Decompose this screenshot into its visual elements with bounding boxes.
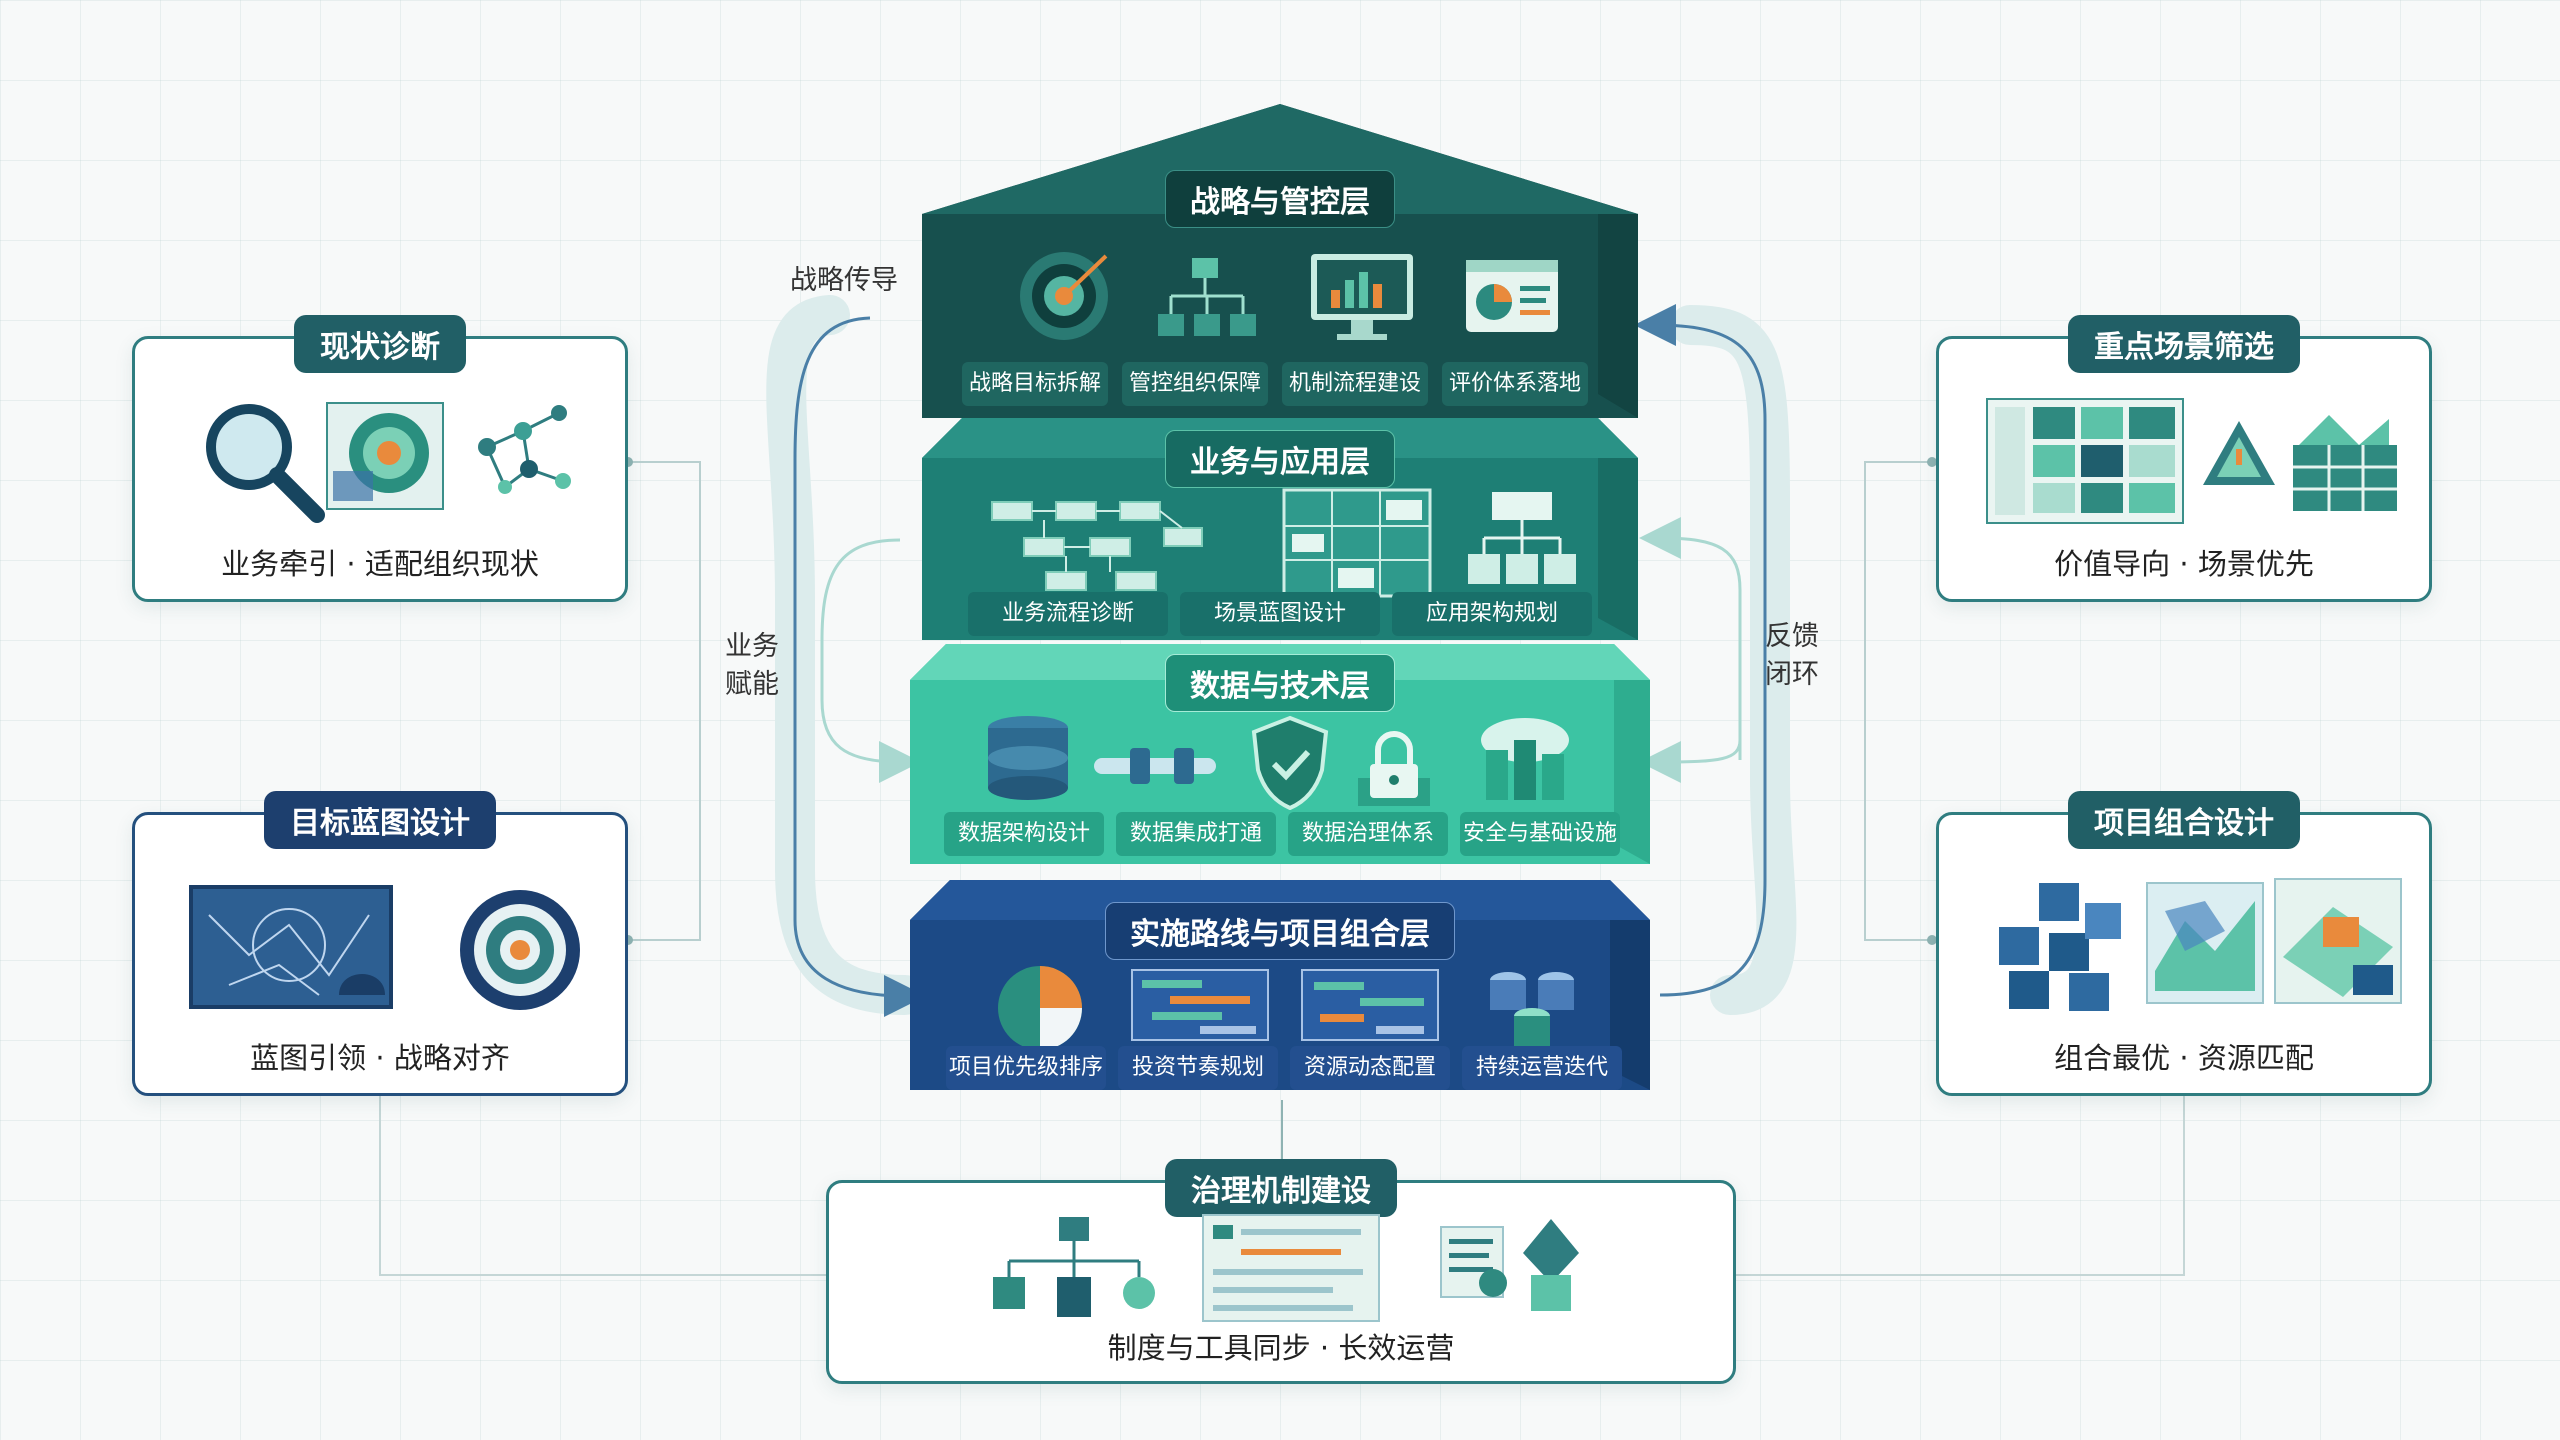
blueprint-map-icon (189, 885, 393, 1009)
magnifier-icon (206, 404, 325, 523)
card-governance-title: 治理机制建设 (1165, 1159, 1397, 1217)
lock-icon (1358, 731, 1430, 806)
org-chart-icon (993, 1217, 1155, 1317)
business-enable-label-1: 业务 (725, 631, 779, 662)
strategy-item-4: 评价体系落地 (1442, 362, 1588, 406)
gantt-icon (1131, 969, 1269, 1041)
data-item-4: 安全与基础设施 (1460, 812, 1620, 856)
business-layer-title: 业务与应用层 (1165, 430, 1395, 488)
card-current-diagnosis: 现状诊断 业务牵引 · 适配组织现状 (132, 315, 628, 602)
dashboard-grid-icon (1986, 398, 2184, 524)
table-icon (2293, 415, 2397, 511)
roadmap-layer-title: 实施路线与项目组合层 (1105, 902, 1455, 960)
blueprint-grid-icon (1282, 488, 1432, 598)
card-key-scenarios: 重点场景筛选 价值导向 · 场景优先 (1936, 315, 2432, 602)
shield-icon (1251, 715, 1329, 810)
database-icon (988, 716, 1068, 800)
business-layer: 业务与应用层 业务流程诊断 场景蓝图设计 应用架构规划 (922, 418, 1638, 640)
architecture-icon (1468, 492, 1576, 584)
document-list-icon (1202, 1214, 1380, 1322)
data-item-3: 数据治理体系 (1288, 812, 1448, 856)
roadmap-item-2: 投资节奏规划 (1118, 1046, 1278, 1090)
strategy-item-3: 机制流程建设 (1282, 362, 1428, 406)
strategy-guide-label: 战略传导 (790, 265, 898, 296)
strategy-item-1: 战略目标拆解 (962, 362, 1108, 406)
card-key-scenarios-caption: 价值导向 · 场景优先 (2054, 547, 2314, 581)
cloud-server-icon (1481, 718, 1569, 800)
report-chart-icon (1466, 260, 1558, 332)
flowchart-icon (991, 501, 1203, 591)
roadmap-item-3: 资源动态配置 (1290, 1046, 1450, 1090)
pipe-connector-icon (1094, 748, 1216, 784)
card-governance-caption: 制度与工具同步 · 长效运营 (1107, 1331, 1455, 1365)
card-target-blueprint-caption: 蓝图引领 · 战略对齐 (250, 1041, 510, 1075)
card-current-diagnosis-title: 现状诊断 (294, 315, 466, 373)
feedback-label-2: 闭环 (1765, 659, 1819, 690)
strategy-layer: 战略与管控层 战略目标拆解 管控组织保障 机制流程建设 评价体系落地 (922, 104, 1638, 418)
card-target-blueprint: 目标蓝图设计 蓝图引领 · 战略对齐 (132, 791, 628, 1096)
gantt-resource-icon (1301, 969, 1439, 1041)
feedback-label-1: 反馈 (1765, 621, 1819, 652)
org-chart-icon (1158, 258, 1256, 336)
server-cluster-icon (1490, 972, 1574, 1046)
business-item-1: 业务流程诊断 (968, 592, 1168, 636)
data-layer-title: 数据与技术层 (1165, 654, 1395, 712)
monitor-chart-icon (1311, 254, 1413, 340)
card-key-scenarios-title: 重点场景筛选 (2068, 315, 2300, 373)
business-item-3: 应用架构规划 (1392, 592, 1592, 636)
cubes-icon (1999, 883, 2121, 1011)
card-governance: 治理机制建设 制度与工具同步 · 长效运营 (826, 1159, 1736, 1384)
roadmap-item-1: 项目优先级排序 (946, 1046, 1106, 1090)
pie-chart-icon (998, 966, 1082, 1050)
data-item-1: 数据架构设计 (944, 812, 1104, 856)
roadmap-item-4: 持续运营迭代 (1462, 1046, 1622, 1090)
checklist-icon (1440, 1219, 1579, 1311)
map-icon (2146, 882, 2264, 1004)
network-icon (478, 405, 571, 494)
warning-triangle-icon (2203, 421, 2275, 485)
card-portfolio-design-title: 项目组合设计 (2068, 791, 2300, 849)
target-icon (460, 890, 580, 1010)
heatmap-icon (326, 402, 444, 510)
card-portfolio-design: 项目组合设计 组合最优 · 资源匹配 (1936, 791, 2432, 1096)
business-enable-label-2: 赋能 (725, 669, 779, 700)
data-layer: 数据与技术层 数据架构设计 数据集成打通 数据治理体系 安全与基础设施 (910, 644, 1650, 864)
card-portfolio-design-caption: 组合最优 · 资源匹配 (2054, 1041, 2314, 1075)
strategy-layer-title: 战略与管控层 (1165, 170, 1395, 228)
map-cube-icon (2274, 878, 2402, 1004)
card-target-blueprint-title: 目标蓝图设计 (264, 791, 496, 849)
target-arrow-icon (1020, 252, 1108, 340)
data-item-2: 数据集成打通 (1116, 812, 1276, 856)
strategy-item-2: 管控组织保障 (1122, 362, 1268, 406)
business-item-2: 场景蓝图设计 (1180, 592, 1380, 636)
roadmap-layer: 实施路线与项目组合层 项目优先级排序 投资节奏规划 资源动态配置 持续运营迭代 (910, 880, 1650, 1090)
card-current-diagnosis-caption: 业务牵引 · 适配组织现状 (221, 547, 539, 581)
